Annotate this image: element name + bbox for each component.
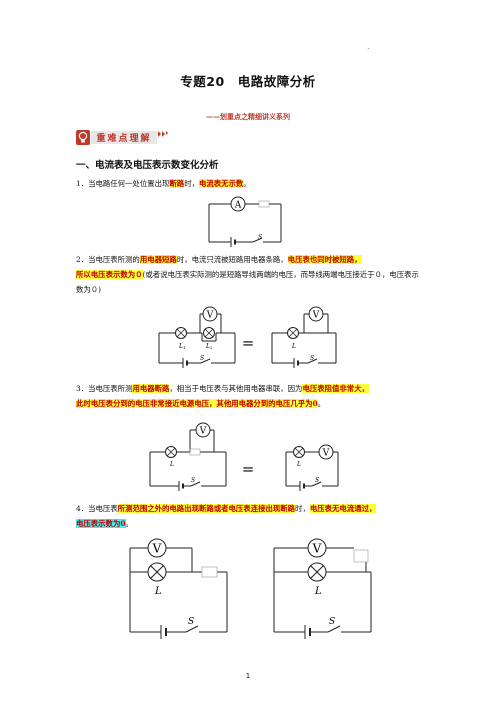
item-2-highlight: 所以电压表示数为０ <box>76 270 143 279</box>
item-4-part: 时， <box>295 504 310 513</box>
switch-label: S <box>191 477 195 484</box>
open-circuit-diagram-left: V L S <box>149 422 227 491</box>
voltmeter-label: V <box>199 427 207 437</box>
section-badge: 重难点理解 <box>76 130 168 145</box>
switch-label: S <box>188 617 194 627</box>
lamp-icon <box>175 327 187 339</box>
lamp-subscript: 1 <box>183 345 186 350</box>
lamp-icon <box>203 327 215 339</box>
page-subtitle: ——划重点之精细讲义系列 <box>206 112 290 121</box>
item-3-part: 。 <box>317 399 326 408</box>
equals-symbol: = <box>242 460 255 478</box>
battery-icon <box>160 625 167 639</box>
page-title: 专题20 电路故障分析 <box>180 74 316 89</box>
battery-icon <box>230 237 236 247</box>
lamp-subscript: 2 <box>210 345 213 350</box>
switch-label: S <box>200 355 204 362</box>
section-heading: 一、电流表及电压表示数变化分析 <box>76 160 219 171</box>
voltmeter-icon: V <box>308 306 324 322</box>
ammeter-label: A <box>234 201 242 211</box>
item-3-part: ，相当于电压表与其他用电器串联，因为 <box>169 384 303 393</box>
short-circuit-diagram-right: V L S <box>271 306 337 368</box>
item-1-highlight: 电流表无示数 <box>199 179 244 188</box>
voltmeter-icon: V <box>195 422 211 438</box>
battery-icon <box>299 481 305 491</box>
item-2-part: 时，电流只流被短路用电器条路， <box>176 255 288 264</box>
item-2-text: 2．当电压表所测的用电器短路时，电流只流被短路用电器条路，电压表也同时被短路， 所… <box>76 252 426 297</box>
voltmeter-icon: V <box>147 538 167 558</box>
item-3-text: 3．当电压表所测用电器断路，相当于电压表与其他用电器串联，因为电压表阻值非常大，… <box>76 381 426 411</box>
voltmeter-label: V <box>312 311 320 321</box>
voltmeter-icon: V <box>202 306 218 322</box>
broken-wire-icon <box>201 566 218 578</box>
lamp-label: L <box>314 586 322 597</box>
switch-label: S <box>258 234 262 241</box>
ammeter-circuit-diagram: A S <box>208 196 282 247</box>
lamp-label: L <box>291 343 296 350</box>
broken-wire-icon <box>258 200 270 208</box>
battery-icon <box>304 625 311 639</box>
item-4-highlight: 所测范围之外的电路出现断路或者电压表连接出现断路 <box>117 504 296 513</box>
lamp-icon <box>165 446 177 458</box>
short-circuit-diagram-left: V L1 L2 S <box>158 306 236 368</box>
equals-sign: = <box>242 460 255 478</box>
page-number: 1 <box>245 672 251 680</box>
lamp-label: L <box>154 586 162 597</box>
item-2-highlight: 电压表也同时被短路， <box>287 255 362 264</box>
item-1-text: 1．当电路任何一处位置出现断路时，电流表无示数。 <box>76 176 426 191</box>
equals-sign: = <box>242 334 255 352</box>
item-1-part: 。 <box>243 179 251 188</box>
item-4-highlight: 电压表示数为0 <box>76 519 126 528</box>
battery-icon <box>182 358 188 368</box>
lamp-letter: L <box>205 343 210 350</box>
battery-icon <box>178 481 184 491</box>
lamp1-label: L1 <box>178 343 186 350</box>
lamp-icon <box>287 327 299 339</box>
item-3-highlight: 此时电压表分到的电压非常接近电源电压，其他用电器分到的电压几乎为0 <box>76 399 318 408</box>
lamp-letter: L <box>178 343 183 350</box>
voltmeter-label: V <box>312 542 322 556</box>
item-4-highlight: 电压表无电流通过， <box>309 504 377 513</box>
external-break-diagram-left: V L S <box>129 538 228 639</box>
item-4-text: 4．当电压表所测范围之外的电路出现断路或者电压表连接出现断路时，电压表无电流通过… <box>76 501 426 531</box>
item-3-part: 3．当电压表所测 <box>76 384 133 393</box>
voltmeter-label: V <box>152 542 162 556</box>
ammeter-icon: A <box>230 196 246 212</box>
voltmeter-icon: V <box>318 444 334 460</box>
lamp-icon <box>307 562 327 582</box>
switch-label: S <box>310 355 314 362</box>
lamp-label: L <box>296 461 301 468</box>
equals-symbol: = <box>242 334 255 352</box>
badge-label: 重难点理解 <box>96 132 151 144</box>
lamp2-label: L2 <box>205 343 213 350</box>
item-3-highlight: 用电器断路 <box>132 384 170 393</box>
broken-wire-icon <box>353 549 369 563</box>
switch-label: S <box>329 617 335 627</box>
item-1-part: 时， <box>184 179 199 188</box>
switch-label: S <box>315 477 319 484</box>
lamp-label: L <box>169 461 174 468</box>
item-1-part: 1．当电路任何一处位置出现 <box>76 179 170 188</box>
item-4-part: 。 <box>125 519 133 528</box>
item-2-highlight: 用电器短路 <box>139 255 177 264</box>
bulb-icon <box>78 131 88 143</box>
external-break-diagram-right: V L S <box>273 538 372 639</box>
voltmeter-label: V <box>322 449 330 459</box>
open-circuit-diagram-right: V L S <box>285 444 339 491</box>
item-2-part: 2．当电压表所测的 <box>76 255 140 264</box>
item-2-part: (或者说电压表实际测的是短路导线两端的电压，而导线两端电压接近于０，电压表示数为… <box>76 270 419 294</box>
lamp-icon <box>293 446 305 458</box>
item-4-part: 4．当电压表 <box>76 504 118 513</box>
voltmeter-icon: V <box>307 538 327 558</box>
voltmeter-label: V <box>206 311 214 321</box>
item-3-highlight: 电压表阻值非常大， <box>302 384 369 393</box>
broken-wire-icon <box>189 448 201 456</box>
item-1-highlight: 断路 <box>169 179 185 188</box>
header-dot: . <box>367 42 370 51</box>
battery-icon <box>293 358 299 368</box>
lamp-icon <box>147 562 167 582</box>
